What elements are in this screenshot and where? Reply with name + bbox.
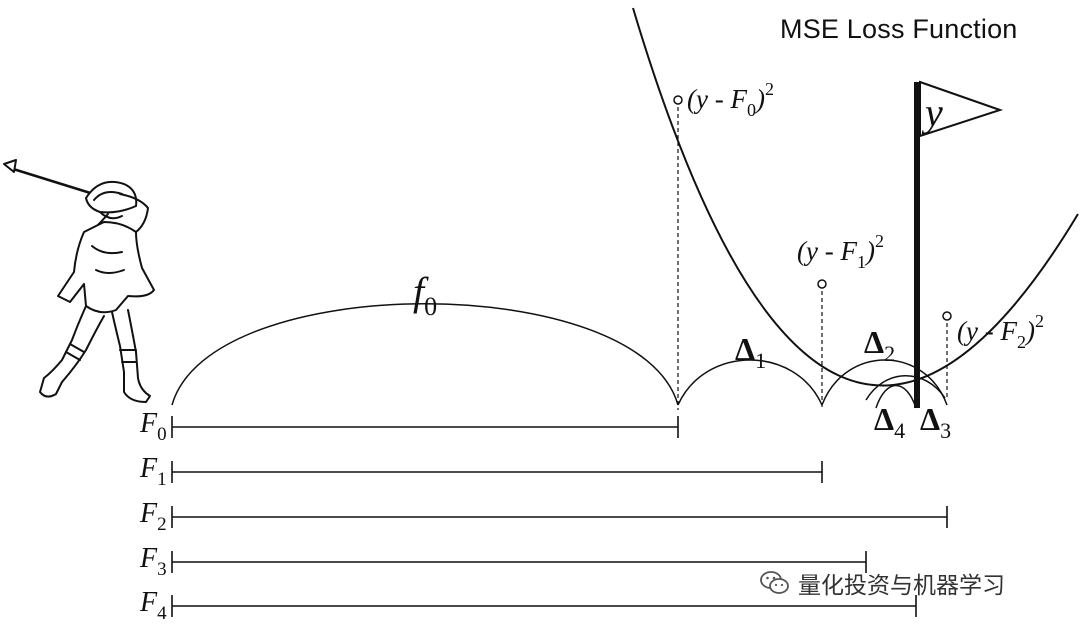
arc-delta2: [821, 359, 948, 406]
step-arcs: [171, 303, 948, 409]
row-line-3: [171, 551, 867, 573]
arc-f0: [171, 303, 679, 406]
arc-delta4: [875, 384, 917, 409]
delta4-label: Δ4: [874, 401, 905, 443]
chart-title: MSE Loss Function: [780, 14, 1018, 44]
delta2-label: Δ2: [864, 324, 895, 366]
golfer-illustration: [3, 159, 155, 403]
arc-delta3: [865, 375, 946, 401]
mse-loss-curve: [632, 7, 1079, 387]
row-label-3: F3: [139, 543, 167, 580]
watermark-text: 量化投资与机器学习: [798, 573, 1005, 599]
row-label-4: F4: [139, 587, 167, 624]
row-line-2: [171, 506, 948, 528]
delta3-label: Δ3: [920, 401, 951, 443]
target-label: y: [921, 90, 943, 135]
target-flag: [914, 80, 1004, 408]
row-label-1: F1: [139, 453, 167, 490]
arc-delta1: [677, 359, 823, 406]
loss-point-1: [817, 279, 827, 289]
loss-point-2: [942, 311, 952, 321]
row-label-2: F2: [139, 498, 167, 535]
loss-point-0: [673, 95, 683, 105]
row-line-4: [171, 595, 917, 617]
watermark: 量化投资与机器学习: [760, 566, 1005, 600]
f0-label: f0: [413, 269, 437, 321]
loss-label-2: (y - F2)2: [957, 311, 1044, 352]
loss-label-1: (y - F1)2: [797, 231, 884, 272]
delta1-label: Δ1: [735, 331, 766, 373]
model-row-lines: [171, 416, 948, 617]
model-row-labels: F0 F1 F2 F3 F4: [139, 408, 167, 624]
loss-markers: [673, 95, 952, 410]
wechat-icon: [760, 571, 789, 594]
row-label-0: F0: [139, 408, 167, 445]
loss-label-0: (y - F0)2: [687, 79, 774, 120]
row-line-0: [171, 416, 679, 438]
row-line-1: [171, 461, 823, 483]
